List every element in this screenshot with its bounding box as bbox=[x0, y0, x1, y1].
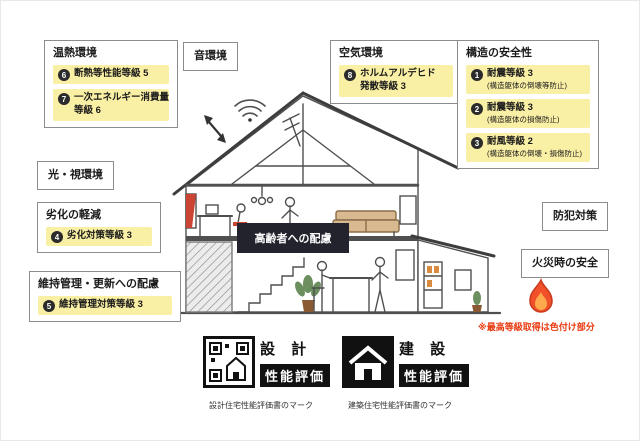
maintenance-item-1-badge: 5 bbox=[43, 300, 55, 313]
air-item-1-badge: 8 bbox=[344, 69, 356, 82]
maintenance-item-1: 5 維持管理対策等級 3 bbox=[38, 296, 172, 316]
thermal-item-1-badge: 6 bbox=[58, 69, 70, 82]
deterioration-item-1-label: 劣化対策等級 3 bbox=[67, 230, 132, 242]
light-environment-box: 光・視環境 bbox=[37, 161, 114, 191]
light-title: 光・視環境 bbox=[48, 169, 103, 181]
air-item-1-line2: 発散等級 3 bbox=[360, 81, 406, 92]
thermal-item-2-label: 一次エネルギー消費量 等級 6 bbox=[74, 92, 169, 118]
maintenance-box: 維持管理・更新への配慮 5 維持管理対策等級 3 bbox=[29, 271, 181, 323]
flame-icon bbox=[529, 278, 553, 313]
air-item-1-line1: ホルムアルデヒド bbox=[360, 68, 436, 80]
construction-evaluation-mark: 建 設 性能評価 bbox=[342, 336, 470, 388]
structure-item-2-badge: 2 bbox=[471, 103, 483, 116]
design-mark-label: 性能評価 bbox=[260, 363, 331, 387]
maintenance-title: 維持管理・更新への配慮 bbox=[38, 278, 159, 290]
design-mark-icon bbox=[203, 336, 255, 388]
structure-item-2-main: 耐震等級 3 bbox=[487, 102, 533, 114]
design-mark-caption: 設計住宅性能評価書のマーク bbox=[209, 401, 313, 410]
design-evaluation-mark: 設 計 性能評価 bbox=[203, 336, 331, 388]
structure-item-2-sub: (構造躯体の損傷防止) bbox=[487, 114, 560, 124]
design-mark-kanji: 設 計 bbox=[260, 340, 313, 358]
structural-safety-box: 構造の安全性 1 耐震等級 3 (構造躯体の倒壊等防止) 2 耐震等級 3 (構… bbox=[457, 40, 599, 169]
thermal-item-2: 7 一次エネルギー消費量 等級 6 bbox=[53, 89, 169, 121]
security-title: 防犯対策 bbox=[553, 210, 597, 222]
structure-title: 構造の安全性 bbox=[466, 47, 532, 59]
air-title: 空気環境 bbox=[339, 47, 383, 59]
thermal-item-2-line1: 一次エネルギー消費量 bbox=[74, 92, 170, 104]
crime-prevention-box: 防犯対策 bbox=[542, 202, 608, 232]
construction-mark-icon bbox=[342, 336, 394, 388]
structure-item-1-badge: 1 bbox=[471, 69, 483, 82]
sound-environment-box: 音環境 bbox=[183, 42, 238, 72]
construction-mark-kanji: 建 設 bbox=[399, 340, 452, 358]
fire-safety-box: 火災時の安全 bbox=[521, 249, 609, 279]
construction-mark-texts: 建 設 性能評価 bbox=[399, 336, 470, 388]
structure-item-3-label: 耐風等級 2 (構造躯体の倒壊・損傷防止) bbox=[487, 136, 582, 159]
air-item-1: 8 ホルムアルデヒド 発散等級 3 bbox=[339, 65, 453, 97]
elderly-consideration-box: 高齢者への配慮 bbox=[237, 223, 349, 253]
highest-grade-note: ※最高等級取得は色付け部分 bbox=[478, 322, 595, 332]
structure-item-1: 1 耐震等級 3 (構造躯体の倒壊等防止) bbox=[466, 65, 590, 95]
structure-item-3: 3 耐風等級 2 (構造躯体の倒壊・損傷防止) bbox=[466, 133, 590, 162]
structure-item-3-badge: 3 bbox=[471, 137, 483, 150]
structure-item-1-sub: (構造躯体の倒壊等防止) bbox=[487, 81, 567, 90]
structure-item-2-label: 耐震等級 3 (構造躯体の損傷防止) bbox=[487, 102, 560, 125]
construction-mark-label: 性能評価 bbox=[399, 363, 470, 387]
thermal-item-2-line2: 等級 6 bbox=[74, 105, 101, 116]
thermal-item-1: 6 断熱等性能等級 5 bbox=[53, 65, 169, 85]
design-mark-texts: 設 計 性能評価 bbox=[260, 336, 331, 388]
structure-item-1-main: 耐震等級 3 bbox=[487, 68, 533, 80]
maintenance-item-1-label: 維持管理対策等級 3 bbox=[59, 299, 143, 311]
structure-item-2: 2 耐震等級 3 (構造躯体の損傷防止) bbox=[466, 99, 590, 129]
deterioration-title: 劣化の軽減 bbox=[46, 209, 101, 221]
air-environment-box: 空気環境 8 ホルムアルデヒド 発散等級 3 bbox=[330, 40, 462, 104]
thermal-item-1-label: 断熱等性能等級 5 bbox=[74, 68, 149, 80]
deterioration-item-1-badge: 4 bbox=[51, 231, 63, 244]
structure-item-3-main: 耐風等級 2 bbox=[487, 136, 533, 148]
construction-mark-caption: 建築住宅性能評価書のマーク bbox=[348, 401, 452, 410]
air-item-1-label: ホルムアルデヒド 発散等級 3 bbox=[360, 68, 436, 94]
thermal-environment-box: 温熱環境 6 断熱等性能等級 5 7 一次エネルギー消費量 等級 6 bbox=[44, 40, 178, 128]
sound-title: 音環境 bbox=[194, 50, 227, 62]
deterioration-item-1: 4 劣化対策等級 3 bbox=[46, 227, 152, 247]
structure-item-1-label: 耐震等級 3 (構造躯体の倒壊等防止) bbox=[487, 68, 567, 91]
deterioration-box: 劣化の軽減 4 劣化対策等級 3 bbox=[37, 202, 161, 254]
structure-item-3-sub: (構造躯体の倒壊・損傷防止) bbox=[487, 148, 582, 158]
thermal-item-2-badge: 7 bbox=[58, 93, 70, 106]
elderly-title: 高齢者への配慮 bbox=[254, 233, 332, 245]
thermal-title: 温熱環境 bbox=[53, 47, 97, 59]
fire-title: 火災時の安全 bbox=[532, 257, 598, 269]
